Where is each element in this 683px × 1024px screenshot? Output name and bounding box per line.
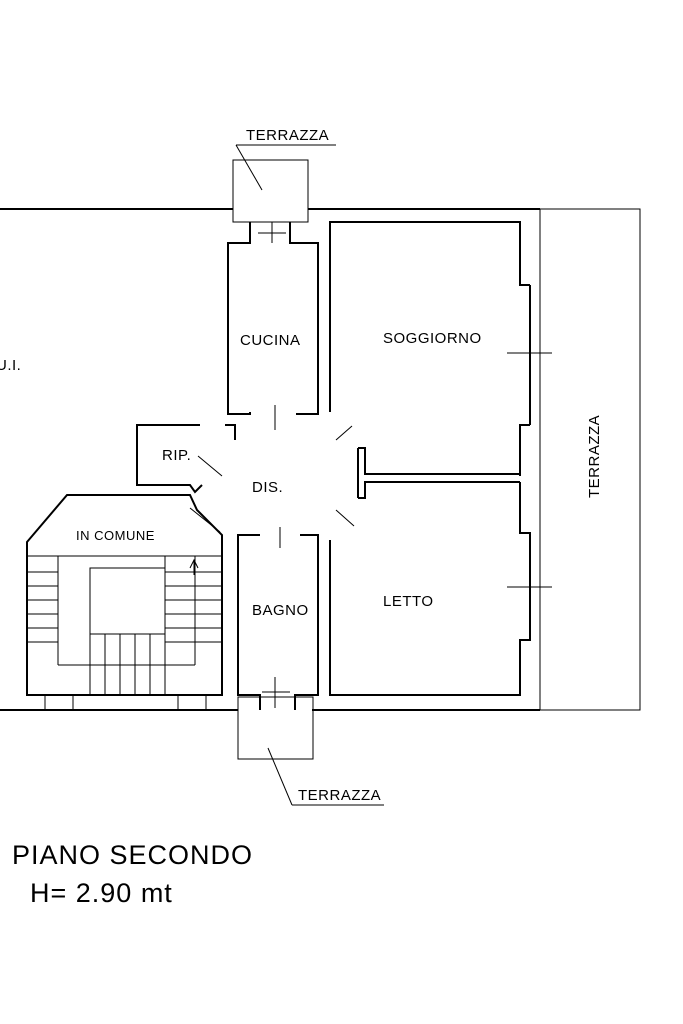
building-outline xyxy=(0,208,540,711)
label-letto: LETTO xyxy=(383,593,434,610)
terrace-right xyxy=(539,208,641,711)
label-cucina: CUCINA xyxy=(240,332,301,349)
label-terrazza-bottom: TERRAZZA xyxy=(298,787,381,804)
room-bagno xyxy=(237,527,319,710)
label-altra-ui: U.I. xyxy=(0,357,21,374)
room-ripostiglio xyxy=(136,424,236,494)
terrace-top xyxy=(232,144,336,223)
label-terrazza-top: TERRAZZA xyxy=(246,127,329,144)
floor-title: PIANO SECONDO xyxy=(12,840,254,870)
partition-wall xyxy=(357,447,520,499)
room-soggiorno xyxy=(329,221,552,476)
room-letto xyxy=(329,482,552,696)
label-terrazza-right: TERRAZZA xyxy=(586,415,603,498)
label-rip: RIP. xyxy=(162,447,191,464)
room-cucina xyxy=(227,222,319,430)
label-in-comune: IN COMUNE xyxy=(76,528,155,543)
stairwell-common xyxy=(26,494,223,711)
label-bagno: BAGNO xyxy=(252,602,309,619)
label-dis: DIS. xyxy=(252,479,283,496)
plan-caption: PIANO SECONDO H= 2.90 mt xyxy=(12,838,253,910)
label-soggiorno: SOGGIORNO xyxy=(383,330,482,347)
ceiling-height: H= 2.90 mt xyxy=(30,878,173,908)
